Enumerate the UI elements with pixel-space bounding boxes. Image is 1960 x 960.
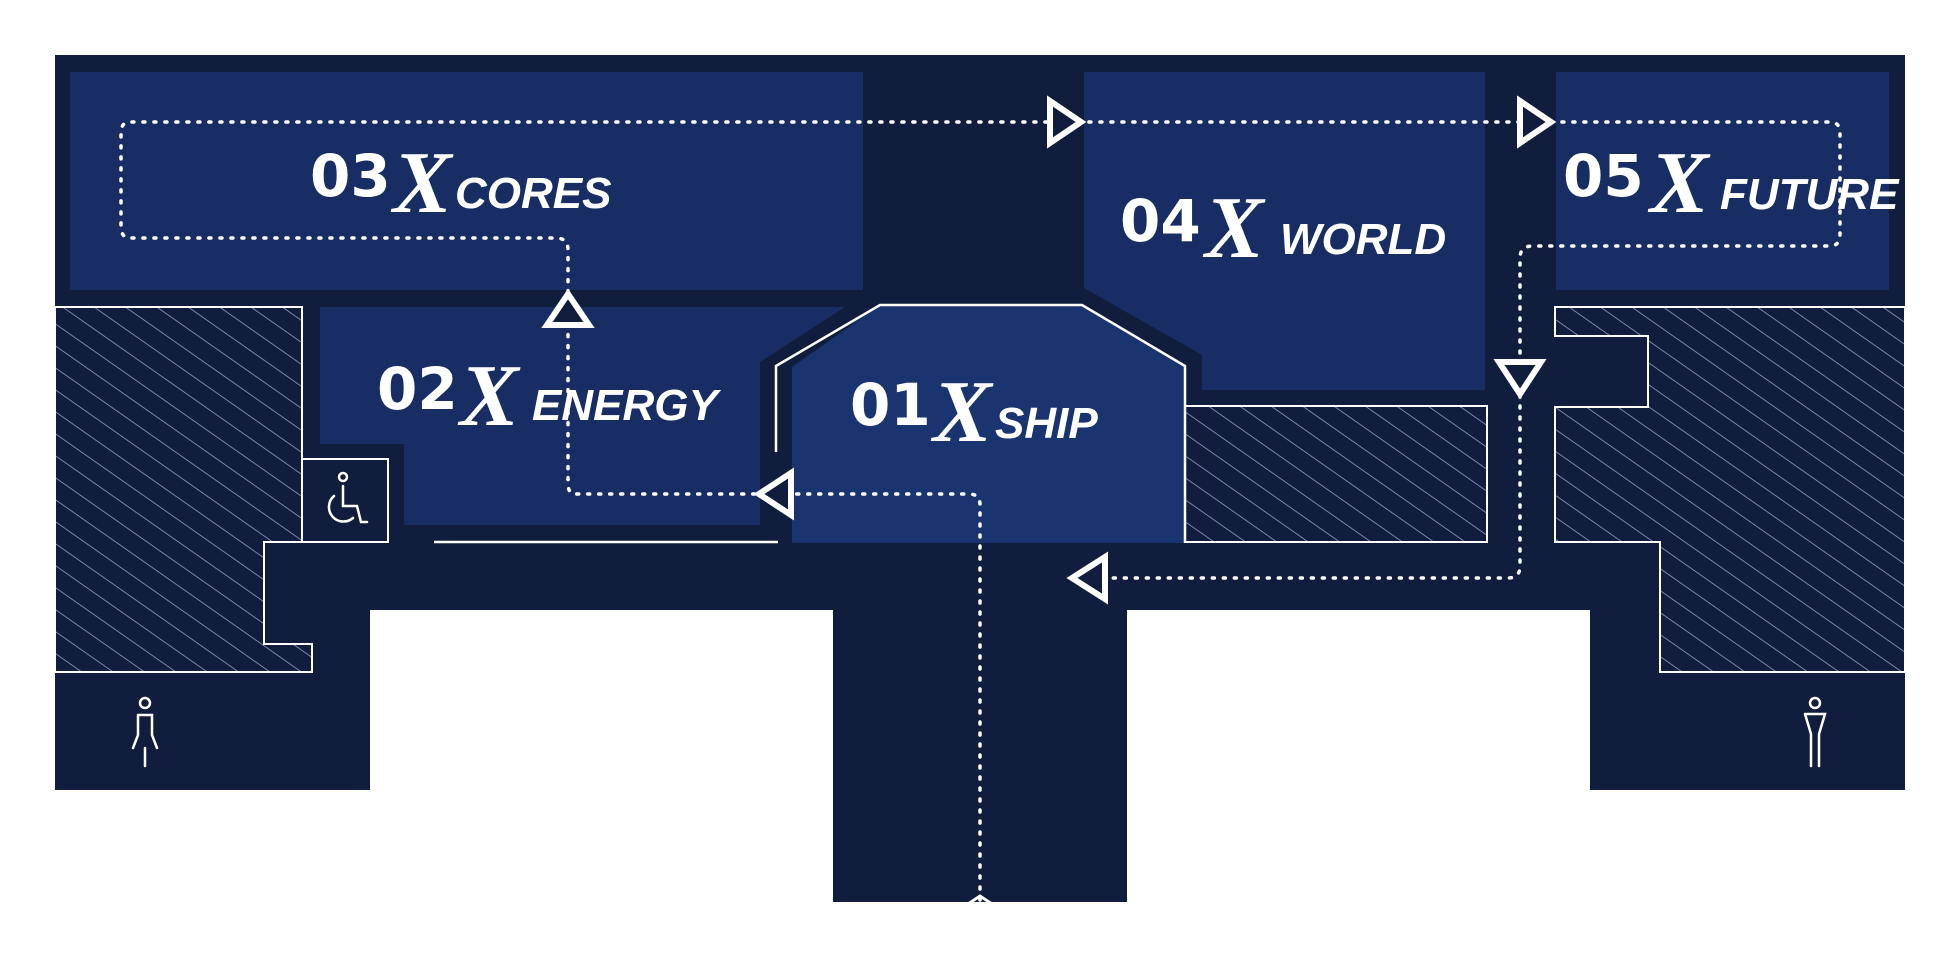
zone-number: 01: [850, 371, 931, 439]
zone-01-outline: [774, 303, 1187, 543]
accessible-room: [301, 458, 389, 543]
zone-name: SHIP: [995, 399, 1098, 448]
direction-arrows: [541, 95, 1557, 605]
zone-number: 05: [1563, 142, 1644, 210]
direction-arrow-icon: [753, 467, 794, 521]
direction-arrow-icon: [1066, 551, 1108, 605]
direction-arrow-icon: [1493, 359, 1547, 400]
zone-name: WORLD: [1280, 215, 1446, 264]
brand-x-logo: X: [1202, 180, 1266, 277]
direction-arrow-icon: [1047, 95, 1087, 149]
zone-02[interactable]: 02 X ENERGY: [320, 307, 845, 525]
zone-number: 04: [1120, 187, 1201, 255]
restricted-area-center: [1183, 405, 1488, 543]
zone-name: FUTURE: [1720, 170, 1900, 219]
restricted-area-east: [1554, 306, 1906, 673]
zone-05[interactable]: 05 X FUTURE: [1556, 72, 1900, 290]
brand-x-logo: X: [457, 348, 521, 445]
zone-number: 02: [377, 355, 458, 423]
brand-x-logo: X: [930, 364, 994, 461]
restricted-areas: [54, 306, 1906, 673]
zone-01[interactable]: 01 X SHIP: [774, 303, 1187, 543]
restricted-area-west: [54, 306, 313, 673]
wheelchair-icon: [327, 471, 369, 524]
zone-03[interactable]: 03 X CORES: [70, 72, 863, 290]
direction-arrow-icon: [541, 288, 595, 328]
zone-number: 03: [310, 142, 391, 210]
direction-arrow-icon: [1517, 95, 1557, 149]
zone-04[interactable]: 04 X WORLD: [1084, 72, 1485, 390]
zone-name: ENERGY: [532, 381, 721, 430]
brand-x-logo: X: [390, 135, 454, 232]
visitor-route: [119, 120, 1842, 902]
male-restroom-icon: [1803, 696, 1827, 768]
brand-x-logo: X: [1647, 135, 1711, 232]
female-restroom-icon: [131, 696, 159, 768]
entrance-marker: [967, 894, 993, 906]
zone-name: CORES: [455, 169, 611, 218]
